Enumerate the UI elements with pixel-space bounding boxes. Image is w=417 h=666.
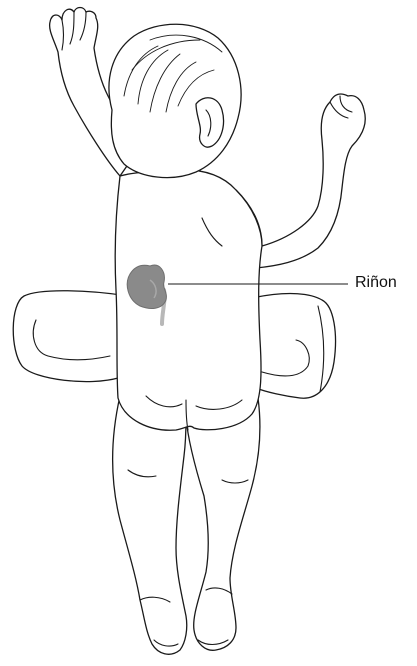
- head-shape: [109, 24, 241, 177]
- left-leg: [113, 396, 187, 654]
- legs: [113, 396, 261, 654]
- kidney-label: Riñon: [355, 274, 397, 292]
- head: [109, 24, 241, 177]
- pad-left-wing: [13, 291, 128, 382]
- right-leg: [186, 398, 260, 650]
- pad-right-wing: [252, 294, 336, 399]
